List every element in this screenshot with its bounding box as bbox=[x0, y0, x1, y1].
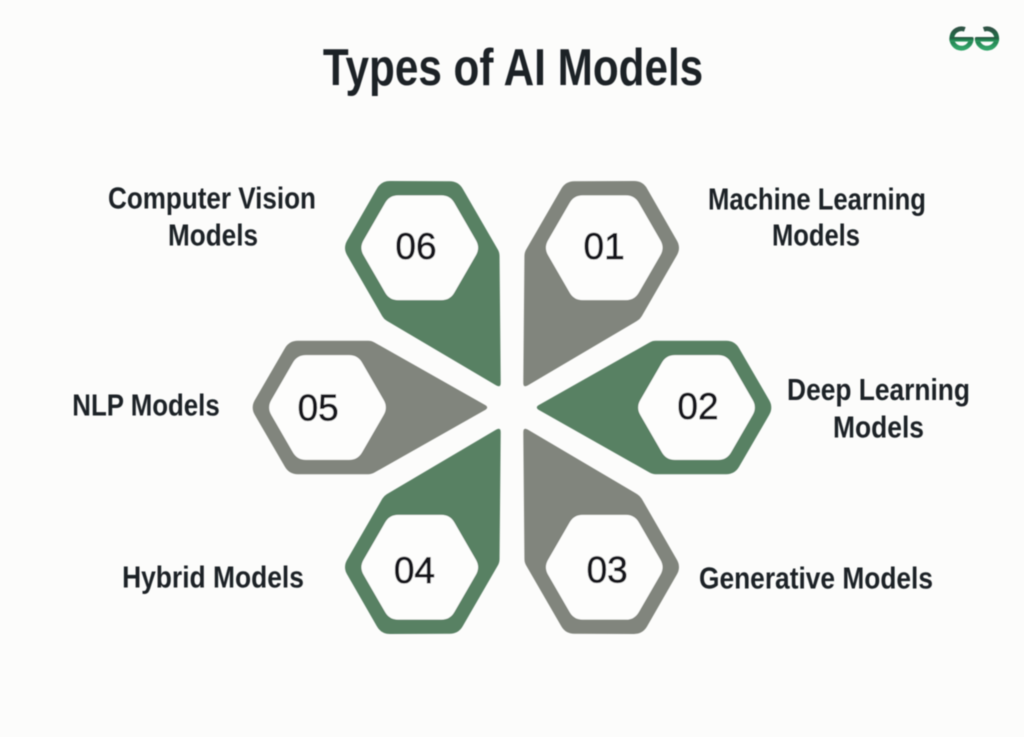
svg-text:Models: Models bbox=[168, 219, 258, 254]
svg-text:06: 06 bbox=[395, 226, 436, 267]
svg-text:01: 01 bbox=[584, 226, 625, 267]
svg-text:Deep Learning: Deep Learning bbox=[787, 373, 970, 407]
svg-text:Models: Models bbox=[833, 411, 924, 445]
svg-text:Machine Learning: Machine Learning bbox=[708, 182, 926, 217]
svg-text:Computer Vision: Computer Vision bbox=[108, 181, 316, 216]
svg-text:Hybrid Models: Hybrid Models bbox=[122, 561, 304, 595]
svg-text:02: 02 bbox=[677, 386, 718, 427]
svg-text:Types of AI Models: Types of AI Models bbox=[323, 39, 703, 97]
svg-text:NLP Models: NLP Models bbox=[72, 388, 219, 423]
svg-text:03: 03 bbox=[587, 550, 628, 591]
svg-text:05: 05 bbox=[298, 388, 339, 429]
svg-text:Generative Models: Generative Models bbox=[699, 562, 933, 597]
svg-text:Models: Models bbox=[772, 218, 860, 253]
svg-text:04: 04 bbox=[394, 550, 435, 591]
